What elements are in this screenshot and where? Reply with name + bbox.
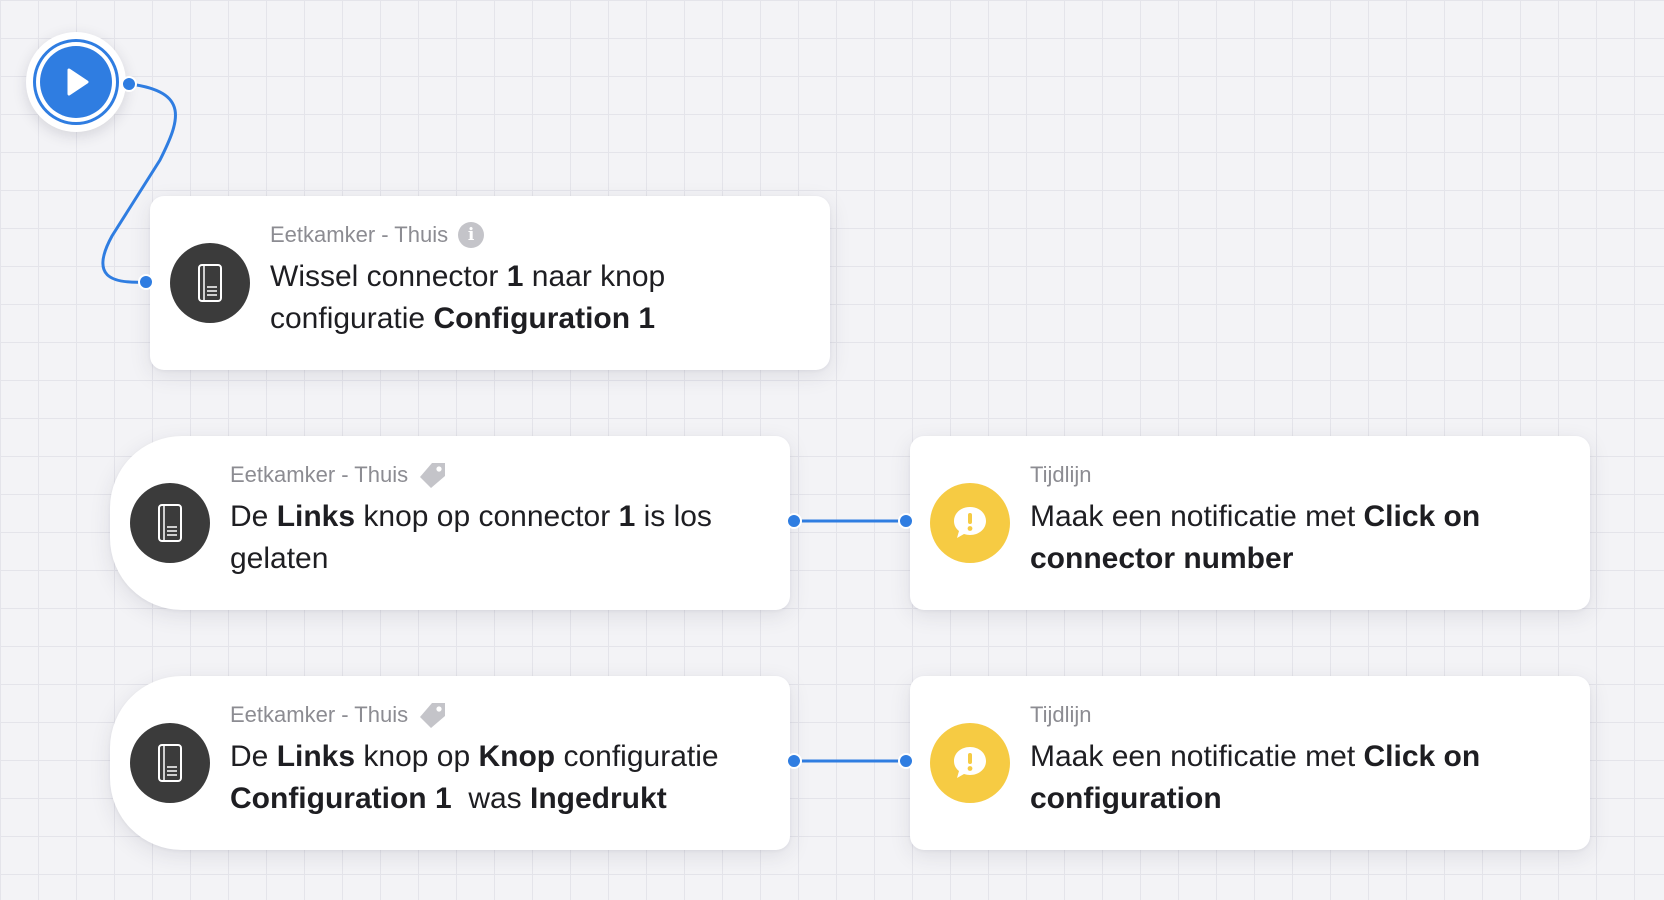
device-panel-icon [158, 744, 182, 782]
zone-label: Tijdlijn [1030, 702, 1092, 727]
notification-icon-container [930, 483, 1010, 563]
card-description: De Links knop op connector 1 is los gela… [230, 500, 712, 575]
action-input-port[interactable] [898, 513, 914, 529]
action-input-port[interactable] [898, 753, 914, 769]
zone-label: Eetkamker - Thuis [230, 702, 409, 727]
start-output-port[interactable] [121, 76, 137, 92]
trigger-output-port[interactable] [786, 753, 802, 769]
card-description: Maak een notificatie met Click on connec… [1030, 500, 1481, 575]
action-card-notify-configuration[interactable]: Tijdlijn Maak een notificatie met Click … [910, 676, 1590, 850]
trigger-card-links-released[interactable]: Eetkamker - Thuis De Links knop op conne… [110, 436, 790, 610]
trigger-output-port[interactable] [786, 513, 802, 529]
card-description: Maak een notificatie met Click on config… [1030, 740, 1481, 815]
device-panel-icon [198, 264, 222, 302]
card-meta: Tijdlijn [1030, 460, 1566, 490]
card-meta: Eetkamker - Thuis i [270, 220, 806, 250]
device-icon-container [170, 243, 250, 323]
card-description: Wissel connector 1 naar knop configurati… [270, 260, 666, 335]
flow-start-node[interactable] [26, 32, 126, 132]
play-icon [67, 68, 89, 96]
zone-label: Tijdlijn [1030, 462, 1092, 487]
tag-icon[interactable] [418, 700, 448, 730]
info-icon[interactable]: i [458, 222, 485, 248]
action-card-switch-config[interactable]: Eetkamker - Thuis i Wissel connector 1 n… [150, 196, 830, 370]
device-icon-container [130, 723, 210, 803]
zone-label: Eetkamker - Thuis [230, 462, 409, 487]
notification-icon-container [930, 723, 1010, 803]
action-input-port[interactable] [138, 274, 154, 290]
notification-alert-icon [954, 747, 986, 778]
card-meta: Eetkamker - Thuis [230, 460, 766, 490]
device-panel-icon [158, 504, 182, 542]
card-description: De Links knop op Knop configuratie Confi… [230, 740, 719, 815]
trigger-card-links-pressed[interactable]: Eetkamker - Thuis De Links knop op Knop … [110, 676, 790, 850]
tag-icon[interactable] [418, 460, 448, 490]
card-meta: Eetkamker - Thuis [230, 700, 766, 730]
action-card-notify-connector[interactable]: Tijdlijn Maak een notificatie met Click … [910, 436, 1590, 610]
notification-alert-icon [954, 507, 986, 538]
device-icon-container [130, 483, 210, 563]
card-meta: Tijdlijn [1030, 700, 1566, 730]
zone-label: Eetkamker - Thuis [270, 222, 449, 247]
